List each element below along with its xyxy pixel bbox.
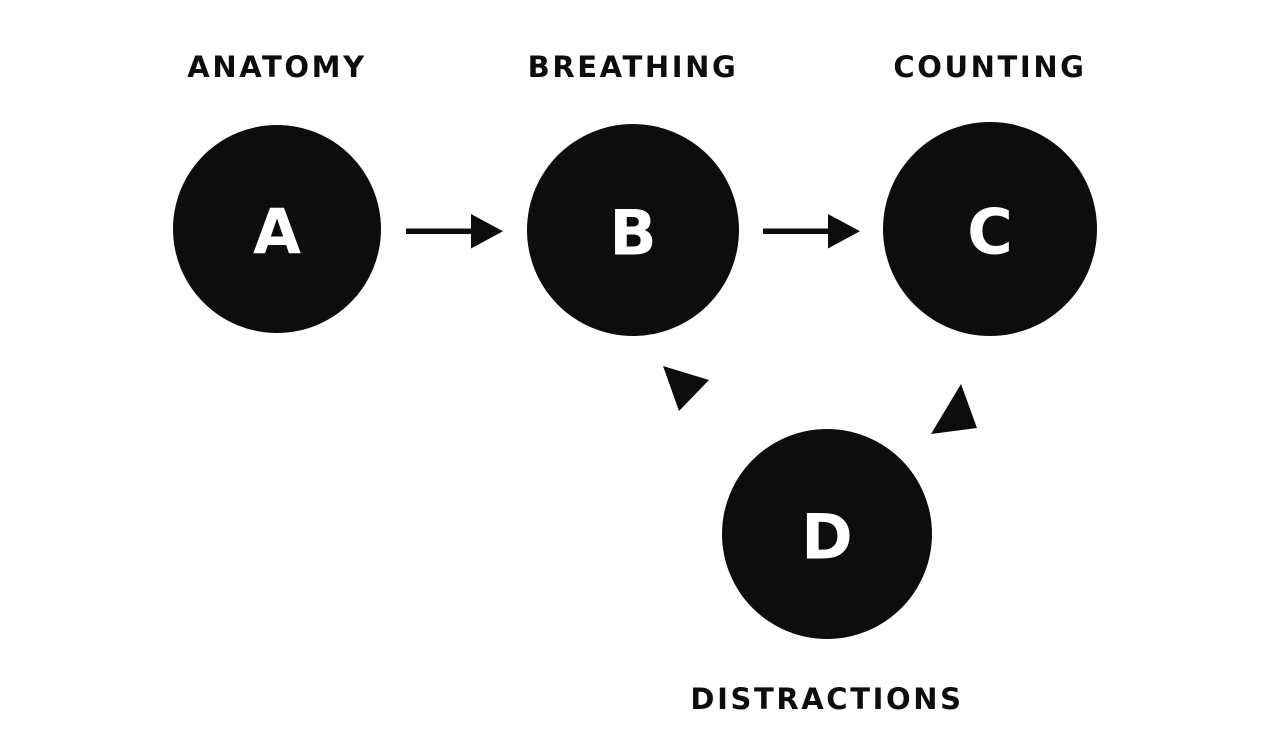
node-a-circle[interactable] bbox=[173, 125, 381, 333]
node-d[interactable]: D bbox=[722, 429, 932, 639]
node-b-label: BREATHING bbox=[528, 50, 739, 84]
node-b[interactable]: B bbox=[527, 124, 739, 336]
arrow-c-to-d-shaft bbox=[962, 363, 1003, 404]
node-a-label: ANATOMY bbox=[187, 50, 366, 84]
arrow-c-to-d-head bbox=[931, 384, 977, 434]
node-b-letter: B bbox=[609, 197, 656, 270]
arrow-b-to-c bbox=[763, 214, 860, 249]
arrow-d-to-b bbox=[663, 366, 733, 437]
node-b-circle[interactable] bbox=[527, 124, 739, 336]
arrow-b-to-c-head bbox=[828, 214, 860, 249]
arrow-a-to-b-head bbox=[471, 214, 503, 249]
arrow-a-to-b-shaft bbox=[406, 228, 474, 234]
node-c[interactable]: C bbox=[883, 122, 1097, 336]
arrow-b-to-c-shaft bbox=[763, 228, 831, 234]
arrow-d-to-b-head bbox=[663, 366, 709, 411]
arrow-d-to-b-shaft bbox=[695, 399, 733, 437]
node-a[interactable]: A bbox=[173, 125, 381, 333]
node-c-letter: C bbox=[967, 196, 1013, 269]
node-d-label: DISTRACTIONS bbox=[690, 682, 963, 716]
node-d-circle[interactable] bbox=[722, 429, 932, 639]
node-c-label: COUNTING bbox=[893, 50, 1086, 84]
arrow-a-to-b bbox=[406, 214, 503, 249]
node-a-letter: A bbox=[253, 196, 301, 269]
arrow-c-to-d bbox=[931, 363, 1003, 434]
node-d-letter: D bbox=[801, 501, 852, 574]
node-c-circle[interactable] bbox=[883, 122, 1097, 336]
